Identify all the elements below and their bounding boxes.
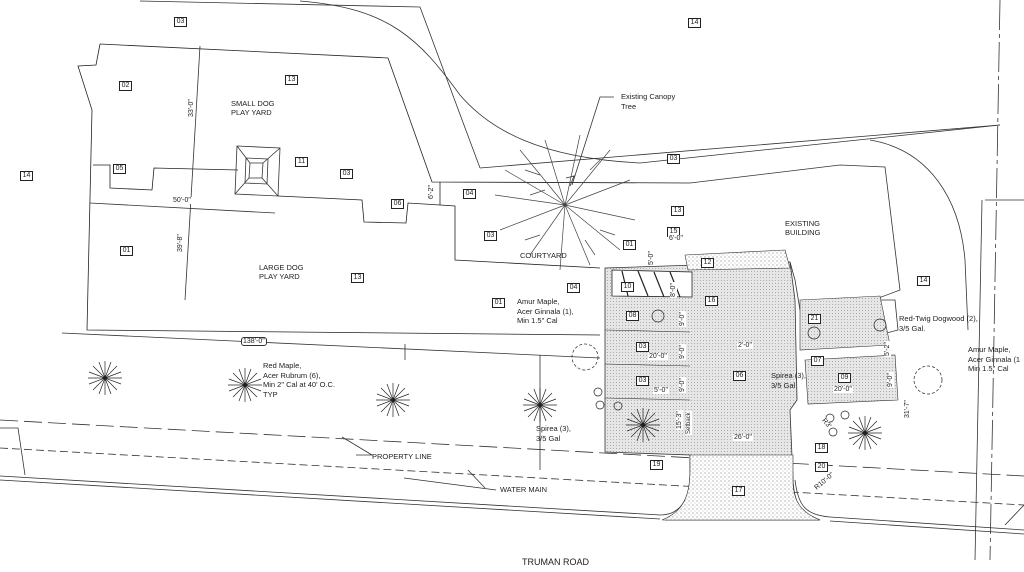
keynote-tag: 01 [492, 298, 505, 308]
dimension: 5'-2" [884, 341, 891, 357]
dogwood-note: Red-Twig Dogwood (2),3/5 Gal. [899, 314, 978, 333]
dimension: 26'-0" [733, 434, 753, 441]
dimension: 31'-7" [904, 399, 911, 419]
street-name: TRUMAN ROAD [522, 557, 589, 567]
dimension: 20'-0" [648, 353, 668, 360]
amur-maple-tree [913, 365, 943, 395]
keynote-tag: 11 [295, 157, 308, 167]
fence [77, 43, 691, 336]
canopy-leader [565, 96, 614, 187]
lot-line-north [139, 0, 481, 169]
setback-label: Setback [686, 411, 692, 435]
dimension: 9'-0" [887, 372, 894, 388]
keynote-tag: 18 [815, 443, 828, 453]
keynote-tag: 06 [733, 371, 746, 381]
keynote-tag: 03 [340, 169, 353, 179]
dimension: 8'-0" [670, 282, 677, 298]
keynote-tag: 02 [119, 81, 132, 91]
water-main-label: WATER MAIN [500, 485, 548, 494]
dimension: 6'-0" [668, 235, 684, 242]
keynote-tag: 14 [688, 18, 701, 28]
dimension: 5'-0" [653, 387, 669, 394]
keynote-tag: 19 [650, 460, 663, 470]
keynote-tag: 04 [463, 189, 476, 199]
shelter [234, 145, 281, 197]
amur-maple-note: Amur Maple,Acer Ginnala (1),Min 1.5" Cal [517, 297, 574, 325]
drive-curve [299, 0, 1001, 164]
dimension: 9'-0" [679, 311, 686, 327]
keynote-tag: 08 [626, 311, 639, 321]
keynote-tag: 21 [808, 314, 821, 324]
dimension: 20'-0" [833, 386, 853, 393]
property-line-label: PROPERTY LINE [372, 452, 432, 461]
keynote-tag: 16 [705, 296, 718, 306]
dimension: 6'-2" [428, 184, 435, 200]
keynote-tag: 13 [285, 75, 298, 85]
keynote-tag: 12 [701, 258, 714, 268]
water-main-line [0, 447, 1024, 506]
keynote-tag: 03 [636, 342, 649, 352]
keynote-tag: 05 [113, 164, 126, 174]
dim-line-vertical [184, 45, 201, 301]
property-line [0, 419, 1024, 477]
keynote-tag: 01 [623, 240, 636, 250]
tree [88, 361, 122, 395]
keynote-tag: 13 [351, 273, 364, 283]
keynote-tag: 03 [484, 231, 497, 241]
amur-maple-tree [571, 343, 599, 371]
dimension: 2'-0" [737, 342, 753, 349]
spirea-note-left: Spirea (3),3/5 Gal [536, 424, 572, 443]
keynote-tag: 14 [20, 171, 33, 181]
trees [88, 309, 943, 450]
keynote-tag: 10 [621, 282, 634, 292]
dim-line-50 [89, 202, 276, 214]
dimension: 9'-0" [679, 377, 686, 393]
keynote-tag: 17 [732, 486, 745, 496]
keynote-tag: 03 [174, 17, 187, 27]
dim-line-138 [61, 332, 601, 359]
keynote-tag: 14 [917, 276, 930, 286]
tree [376, 383, 410, 417]
keynote-tag: 03 [636, 376, 649, 386]
dimension: 138'-0" [241, 337, 267, 346]
existing-canopy-tree [494, 134, 636, 271]
courtyard-label: COURTYARD [520, 251, 567, 260]
keynote-tag: 07 [811, 356, 824, 366]
tree [848, 416, 882, 450]
dimension: 5'-0" [648, 250, 655, 266]
building-curve [869, 139, 969, 331]
spirea-note-right: Spirea (3),3/5 Gal [771, 371, 807, 390]
keynote-tag: 03 [667, 154, 680, 164]
red-maple-note: Red Maple,Acer Rubrum (6),Min 2" Cal at … [263, 361, 336, 399]
tree [523, 388, 557, 422]
curb-west [0, 475, 691, 520]
parking-stall-right [804, 354, 899, 405]
keynote-tag: 20 [815, 462, 828, 472]
keynote-tag: 09 [838, 373, 851, 383]
keynote-tag: 06 [391, 199, 404, 209]
keynote-tag: 13 [671, 206, 684, 216]
tree [626, 408, 660, 442]
dimension: 50'-0" [172, 197, 192, 204]
dimension: 39'-8" [177, 233, 184, 253]
tree [228, 368, 262, 402]
keynote-tag: 04 [567, 283, 580, 293]
keynote-tag: 01 [120, 246, 133, 256]
dimension: 15'-3" [676, 410, 683, 430]
dimension: 33'-0" [188, 98, 195, 118]
dimension: 9'-0" [679, 344, 686, 360]
shrub [651, 309, 665, 323]
curb-east [794, 479, 1024, 535]
